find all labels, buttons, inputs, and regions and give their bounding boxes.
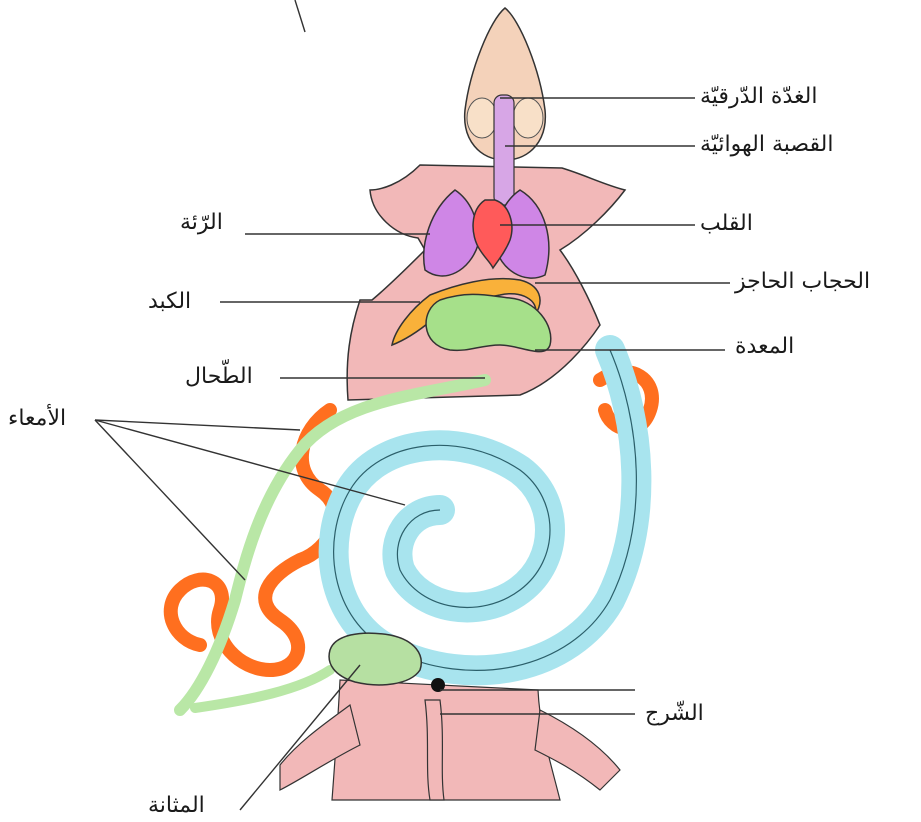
label-diaphragm: الحجاب الحاجز <box>735 271 870 293</box>
label-bladder: المثانة <box>148 795 205 817</box>
intestines-leader-3 <box>95 420 245 580</box>
tail <box>425 700 444 800</box>
label-thyroid: الغدّة الدّرقيّة <box>700 86 817 108</box>
bladder <box>329 633 421 685</box>
label-lung: الرّئة <box>180 212 223 234</box>
trachea <box>494 95 514 205</box>
label-heart: القلب <box>700 213 753 235</box>
body-lower-skin <box>332 680 560 800</box>
label-liver: الكبد <box>148 291 191 313</box>
top-stray-line <box>295 0 305 32</box>
label-trachea: القصبة الهوائيّة <box>700 134 833 156</box>
label-spleen: الطّحال <box>185 366 253 388</box>
thyroid-gland-right <box>513 98 543 138</box>
thyroid-gland <box>467 98 497 138</box>
label-anus: الشّرج <box>645 703 704 725</box>
label-stomach: المعدة <box>735 336 794 358</box>
label-intestines: الأمعاء <box>8 408 66 430</box>
